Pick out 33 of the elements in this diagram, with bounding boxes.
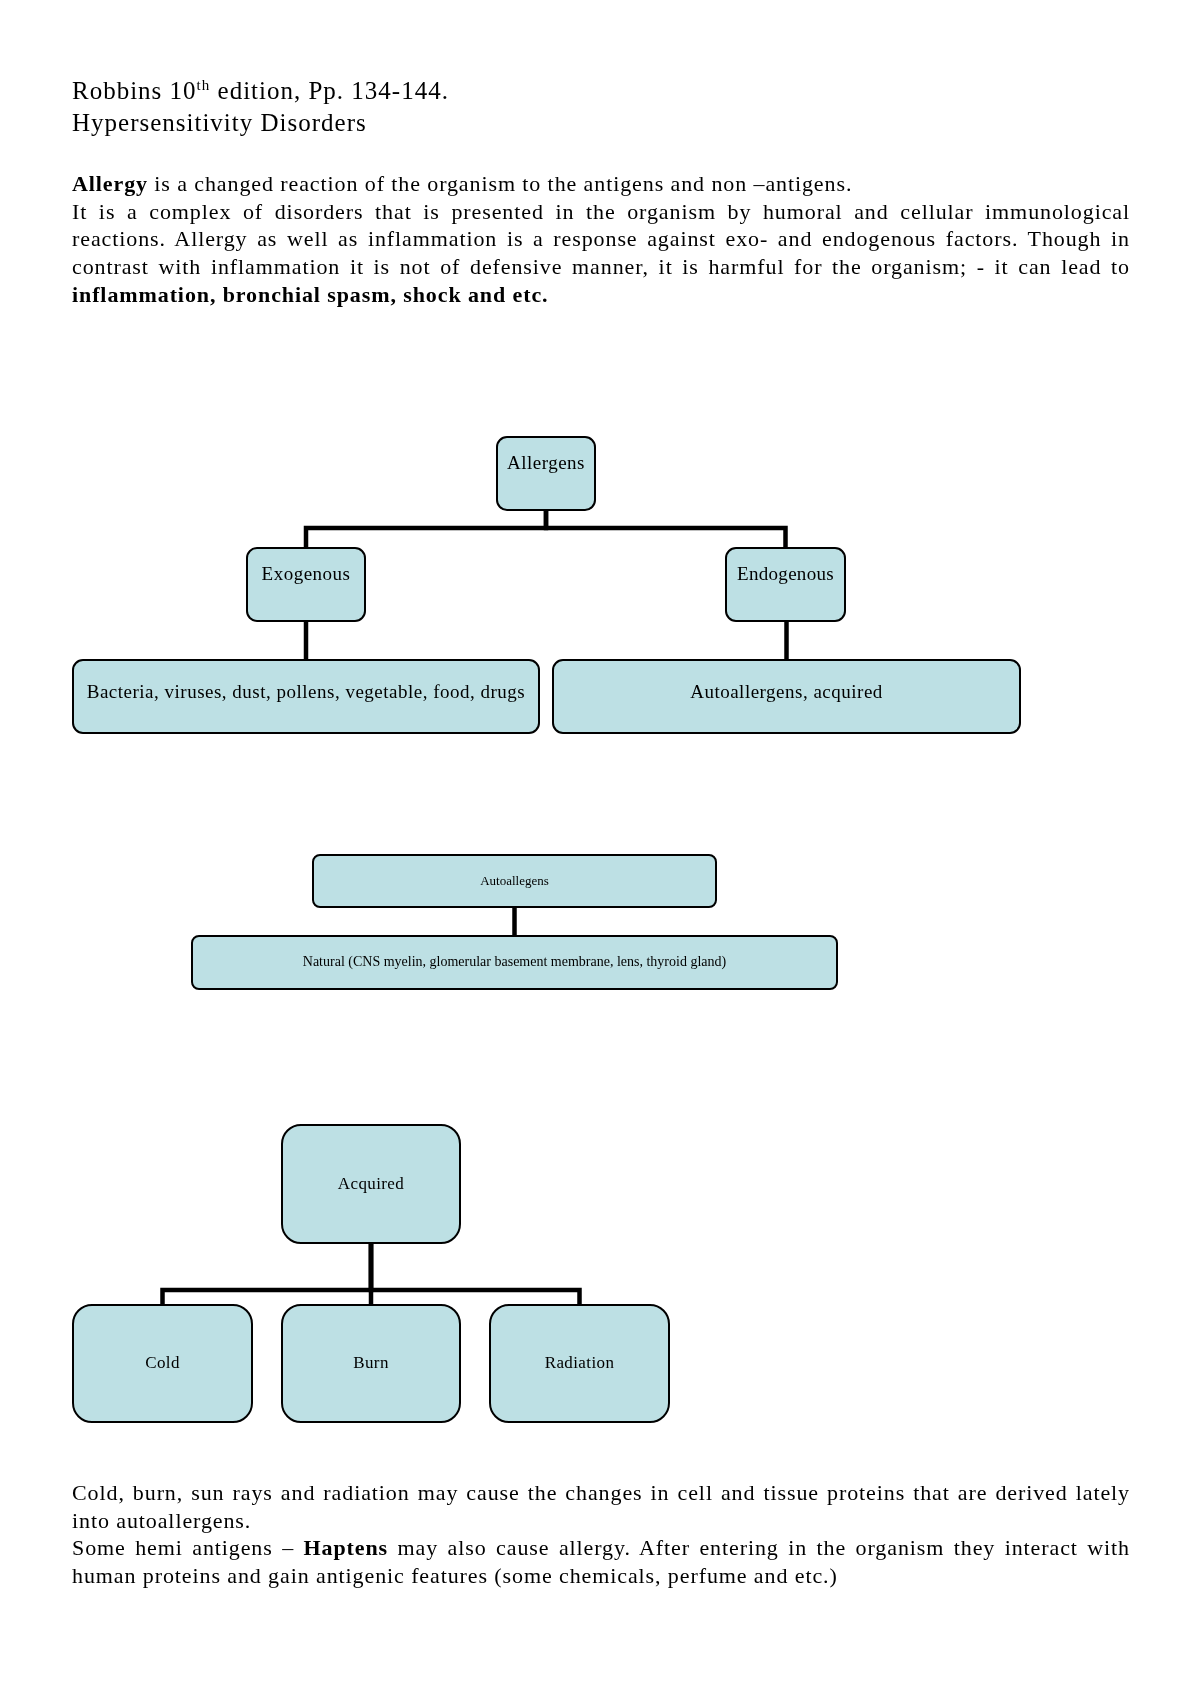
- box-label: Autoallegens: [480, 873, 549, 889]
- connector-line: [784, 622, 789, 659]
- connector-line: [543, 511, 788, 547]
- box-label: Exogenous: [261, 563, 351, 586]
- category-box: [489, 1304, 670, 1423]
- connector-line: [303, 622, 309, 659]
- category-box: [312, 854, 717, 908]
- category-box: [246, 547, 366, 622]
- category-box: [72, 1304, 253, 1423]
- source-reference: Robbins 10$^{th}$ edition, Pp. 134-144.: [72, 75, 449, 106]
- category-box: [191, 935, 838, 990]
- paragraph: It is a complex of disorders that is presented in the organism by humoral and cellular immunological reactions. Allergy as well as inflammation is a response against exo- and endogenous factors. Though in contrast with inflammation it is not of defensive manner, it is harmful for the organism; - it can lead to inflammation, bronchial spasm, shock and etc.: [72, 197, 1130, 309]
- heading: Hypersensitivity Disorders: [72, 108, 367, 138]
- box-label: Natural (CNS myelin, glomerular basement membrane, lens, thyroid gland): [302, 954, 727, 971]
- paragraph: Some hemi antigens – Haptens may also cause allergy. After entering in the organism they interact with human proteins and gain antigenic features (some chemicals, perfume and etc.): [72, 1534, 1130, 1590]
- box-label: Cold: [145, 1353, 180, 1374]
- connector-line: [368, 1244, 582, 1304]
- category-box: [725, 547, 846, 622]
- category-box: [281, 1304, 461, 1423]
- paragraph: Cold, burn, sun rays and radiation may cause the changes in cell and tissue proteins that are derived lately into autoallergens.: [72, 1479, 1130, 1535]
- category-box: [281, 1124, 461, 1244]
- box-label: Autoallergens, acquired: [690, 681, 883, 704]
- box-label: Endogenous: [737, 563, 834, 586]
- connector-line: [512, 908, 517, 935]
- box-label: Bacteria, viruses, dust, pollens, vegetable, food, drugs: [86, 681, 526, 704]
- box-label: Allergens: [507, 452, 585, 475]
- category-box: [552, 659, 1021, 734]
- box-label: Acquired: [337, 1173, 405, 1195]
- paragraph: Allergy is a changed reaction of the organism to the antigens and non –antigens.: [72, 170, 853, 198]
- category-box: [72, 659, 540, 734]
- box-label: Burn: [353, 1353, 389, 1374]
- category-box: [496, 436, 596, 511]
- box-label: Radiation: [544, 1353, 615, 1374]
